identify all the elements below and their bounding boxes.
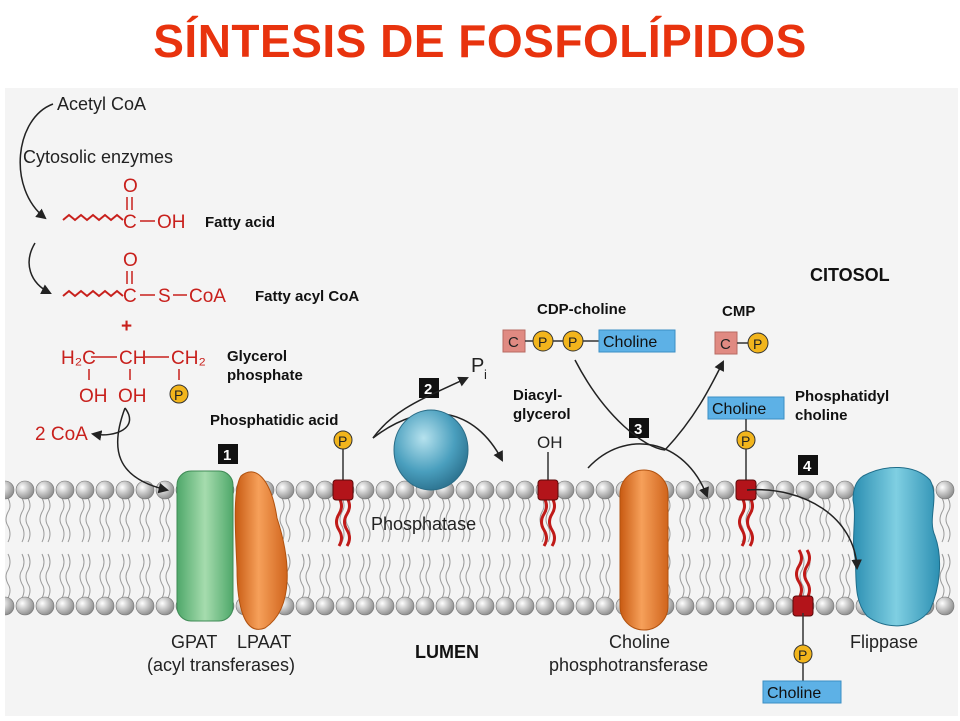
page-title: SÍNTESIS DE FOSFOLÍPIDOS xyxy=(153,15,807,67)
phosphate-label: phosphate xyxy=(227,367,303,384)
cdp-choline-molecule: C P P Choline xyxy=(502,329,676,353)
svg-text:CoA: CoA xyxy=(189,286,226,307)
phosphatidylcholine-label-1: Phosphatidyl xyxy=(795,388,889,405)
svg-text:O: O xyxy=(123,176,138,197)
cdp-choline-label: CDP-choline xyxy=(537,301,626,318)
fatty-acyl-coa-label: Fatty acyl CoA xyxy=(255,288,359,305)
flipped-lipid xyxy=(792,549,814,617)
svg-text:1: 1 xyxy=(223,447,231,464)
svg-text:O: O xyxy=(123,250,138,271)
arrow-release-cmp xyxy=(664,360,724,451)
lpaat-enzyme xyxy=(234,471,288,630)
diagram-panel: Acetyl CoA Cytosolic enzymes O C OH Fatt… xyxy=(0,88,958,716)
svg-text:P: P xyxy=(798,647,807,663)
diacylglycerol-label-1: Diacyl- xyxy=(513,387,562,404)
phosphatidic-acid-lipid xyxy=(332,479,354,547)
flippase-enzyme xyxy=(852,466,940,627)
acyl-transferases-label: (acyl transferases) xyxy=(147,655,295,675)
inorganic-phosphate-label: P i xyxy=(471,355,487,382)
arrow-cdp-choline-in xyxy=(574,359,666,451)
svg-text:2: 2 xyxy=(424,381,432,398)
svg-text:CH: CH xyxy=(119,348,146,369)
svg-text:3: 3 xyxy=(634,421,642,438)
acetyl-coa-label: Acetyl CoA xyxy=(57,94,146,114)
lumen-label: LUMEN xyxy=(415,642,479,662)
svg-text:C: C xyxy=(123,286,137,307)
flippase-label: Flippase xyxy=(850,632,918,652)
svg-text:Choline: Choline xyxy=(712,401,766,418)
cytosolic-enzymes-label: Cytosolic enzymes xyxy=(23,147,173,167)
svg-text:OH: OH xyxy=(157,212,186,233)
arrow-release-coa xyxy=(90,407,131,441)
arrow-flip xyxy=(746,488,862,571)
phosphotransferase-label: phosphotransferase xyxy=(549,655,708,675)
svg-text:P: P xyxy=(538,334,547,350)
two-coa-label: 2 CoA xyxy=(35,424,88,445)
step-4-badge: 4 xyxy=(798,455,818,475)
svg-text:C: C xyxy=(508,334,519,351)
cytosol-label: CITOSOL xyxy=(810,265,890,285)
fatty-acyl-coa-structure: O C S CoA xyxy=(62,250,226,307)
lpaat-label: LPAAT xyxy=(237,632,291,652)
svg-text:CH₂: CH₂ xyxy=(171,348,206,369)
lumen-phosphatidylcholine: P Choline xyxy=(762,613,842,704)
svg-text:4: 4 xyxy=(803,458,812,475)
phosphatidylcholine-label-2: choline xyxy=(795,407,848,424)
svg-text:C: C xyxy=(720,336,731,353)
svg-text:P: P xyxy=(568,334,577,350)
svg-text:Acetyl CoA: Acetyl CoA xyxy=(57,94,146,114)
svg-text:P: P xyxy=(753,336,762,352)
glycerol-label: Glycerol xyxy=(227,348,287,365)
diacylglycerol-label-2: glycerol xyxy=(513,406,571,423)
fatty-acid-structure: O C OH xyxy=(62,176,186,233)
svg-text:C: C xyxy=(123,212,137,233)
arrow-fatty-acid-to-acyl-coa xyxy=(28,242,52,294)
svg-text:P: P xyxy=(338,433,347,449)
svg-text:H₂C: H₂C xyxy=(61,348,96,369)
gpat-enzyme xyxy=(176,470,234,622)
hydroxyl-label: OH xyxy=(537,433,563,452)
plus-sign: + xyxy=(121,316,132,337)
svg-text:Choline: Choline xyxy=(767,685,821,702)
step-1-badge: 1 xyxy=(218,444,238,464)
choline-label: Choline xyxy=(609,632,670,652)
phosphatidic-acid-label: Phosphatidic acid xyxy=(210,412,338,429)
arrow-to-membrane xyxy=(116,407,170,494)
svg-text:OH: OH xyxy=(79,386,108,407)
arrow-to-phosphatidylcholine xyxy=(587,443,709,498)
phosphatase-label: Phosphatase xyxy=(371,514,476,534)
svg-text:i: i xyxy=(484,367,487,382)
phosphatase-enzyme xyxy=(393,409,469,491)
arrow-release-pi xyxy=(372,376,469,439)
gpat-label: GPAT xyxy=(171,632,217,652)
phosphatidylcholine-headgroup: Choline P xyxy=(707,396,785,480)
svg-text:OH: OH xyxy=(118,386,147,407)
phospholipid-synthesis-diagram: Acetyl CoA Cytosolic enzymes O C OH Fatt… xyxy=(0,94,955,704)
fatty-acid-label: Fatty acid xyxy=(205,214,275,231)
glycerol-phosphate-structure: H₂C CH CH₂ OH OH P xyxy=(61,348,206,407)
svg-text:Choline: Choline xyxy=(603,334,657,351)
cmp-label: CMP xyxy=(722,303,755,320)
arrow-acetyl-to-fatty-acid xyxy=(19,103,54,220)
cmp-molecule: C P xyxy=(714,331,769,355)
diacylglycerol-lipid xyxy=(537,479,559,547)
svg-text:P: P xyxy=(174,387,183,403)
choline-phosphotransferase-enzyme xyxy=(619,469,669,631)
svg-text:S: S xyxy=(158,286,171,307)
svg-text:P: P xyxy=(741,433,750,449)
svg-text:P: P xyxy=(471,355,484,377)
phosphatidic-acid-molecule: P xyxy=(333,430,353,480)
membrane-bilayer xyxy=(0,480,955,616)
step-3-badge: 3 xyxy=(629,418,649,438)
